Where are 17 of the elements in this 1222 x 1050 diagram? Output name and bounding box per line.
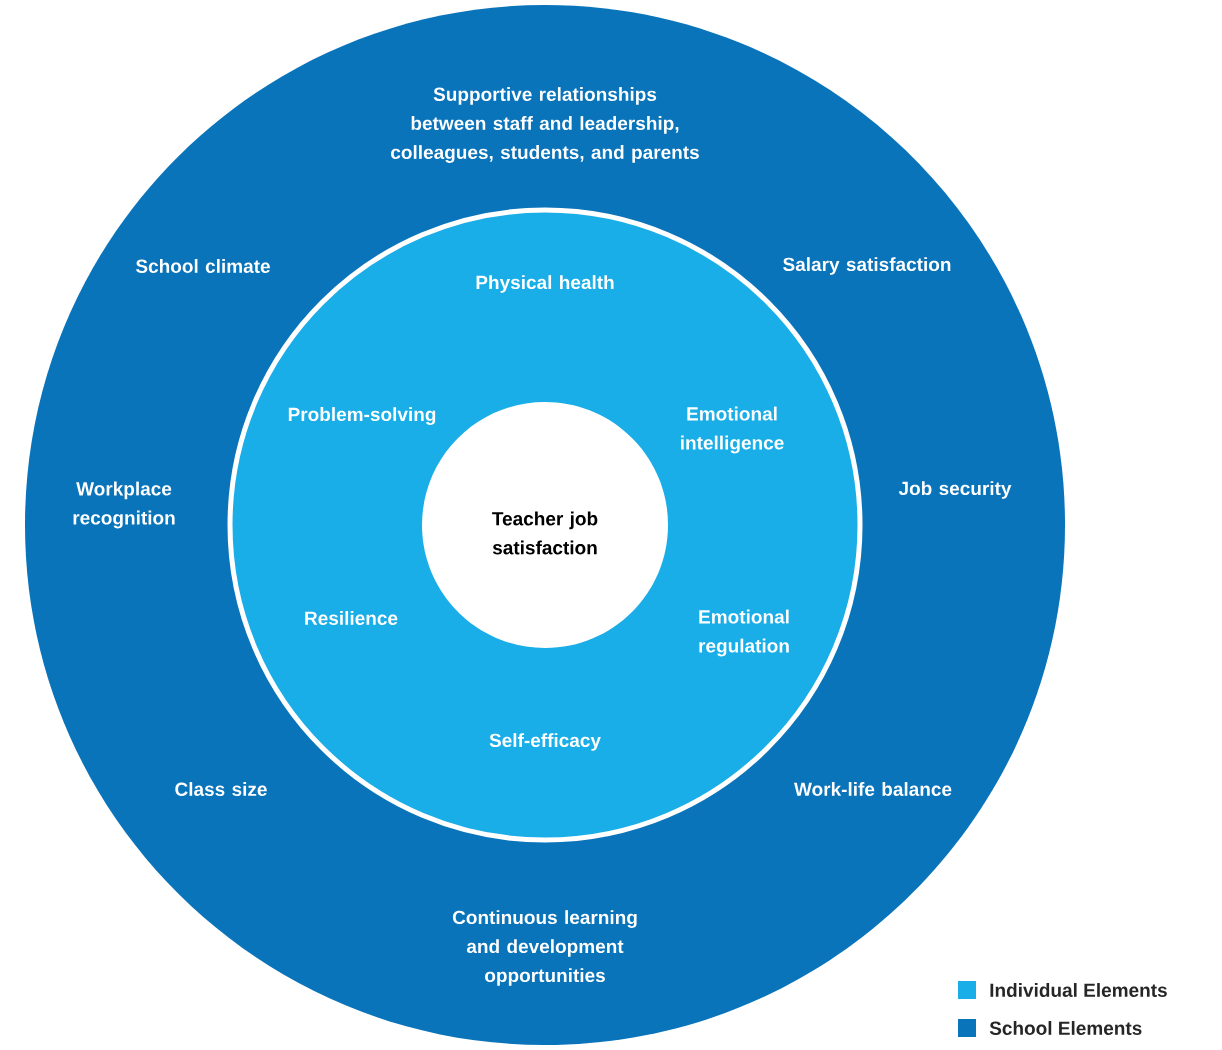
ring-label: Self-efficacy — [489, 733, 601, 751]
legend-label: Individual Elements — [990, 983, 1167, 997]
ring-label: Work-life balance — [794, 782, 952, 796]
ring-label: School climate — [136, 259, 270, 273]
ring-label: Class size — [175, 782, 267, 796]
center-label: Teacher job satisfaction — [492, 511, 598, 555]
ring-label: Emotional regulation — [699, 609, 789, 657]
ring-label: Salary satisfaction — [783, 257, 951, 275]
ring-label: Resilience — [305, 611, 398, 625]
ring-label: Emotional intelligence — [681, 406, 784, 454]
ring-label: Supportive relationships between staff and leadership, colleagues, students, and parents — [391, 87, 699, 163]
ring-label: Workplace recognition — [73, 481, 175, 529]
ring-label: Physical health — [476, 275, 614, 293]
ring-label: Job security — [898, 481, 1012, 499]
ring-label: Continuous learning and development opportunities — [452, 910, 637, 986]
legend-label: School Elements — [989, 1021, 1142, 1035]
ring-label: Problem-solving — [288, 407, 436, 425]
